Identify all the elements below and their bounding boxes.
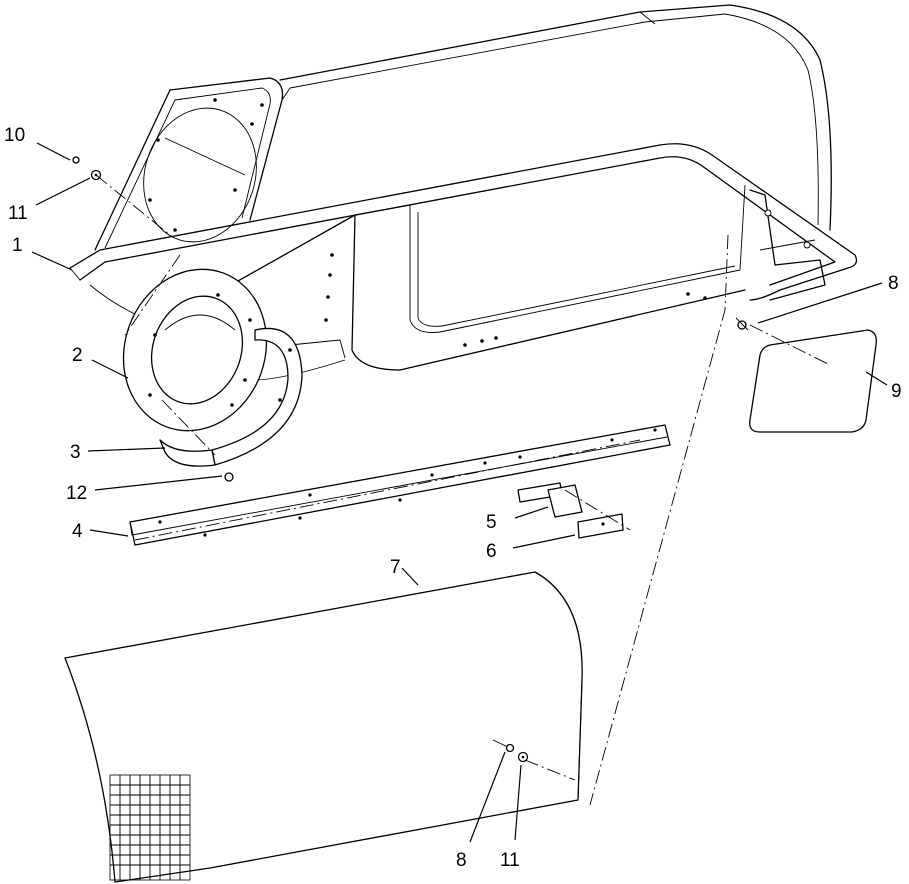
bracket-part-5 <box>517 482 583 518</box>
callout-5: 5 <box>486 512 497 533</box>
nut-part-12 <box>224 472 234 482</box>
callout-11-bottom: 11 <box>500 850 520 871</box>
callout-2: 2 <box>72 345 83 366</box>
callout-9: 9 <box>891 381 902 402</box>
callout-labels: 10 11 1 2 3 12 4 5 6 7 8 9 8 11 <box>4 125 902 871</box>
access-panel-part-9 <box>749 329 877 433</box>
callout-8-bottom: 8 <box>456 850 467 871</box>
leader-lines <box>31 142 888 843</box>
vent-grille <box>109 774 191 881</box>
callout-12: 12 <box>66 483 87 504</box>
assembly-centerlines <box>95 174 831 806</box>
fastener-part-8-bottom <box>492 739 515 753</box>
callout-6: 6 <box>486 541 497 562</box>
ring-flange-part-2 <box>122 268 268 432</box>
callout-8-top: 8 <box>888 273 899 294</box>
callout-11-top: 11 <box>8 203 28 224</box>
callout-3: 3 <box>70 442 81 463</box>
callout-1: 1 <box>12 235 23 256</box>
plate-part-6 <box>577 513 624 539</box>
callout-7: 7 <box>390 557 401 578</box>
washer-part-11-bottom <box>517 751 529 763</box>
cover-panel-part-7 <box>64 571 583 883</box>
callout-10: 10 <box>4 125 25 146</box>
fastener-part-8-top <box>735 317 749 331</box>
half-ring-part-3 <box>159 327 303 467</box>
housing-part-1 <box>69 4 858 381</box>
callout-4: 4 <box>72 521 83 542</box>
fastener-part-10 <box>72 156 80 164</box>
